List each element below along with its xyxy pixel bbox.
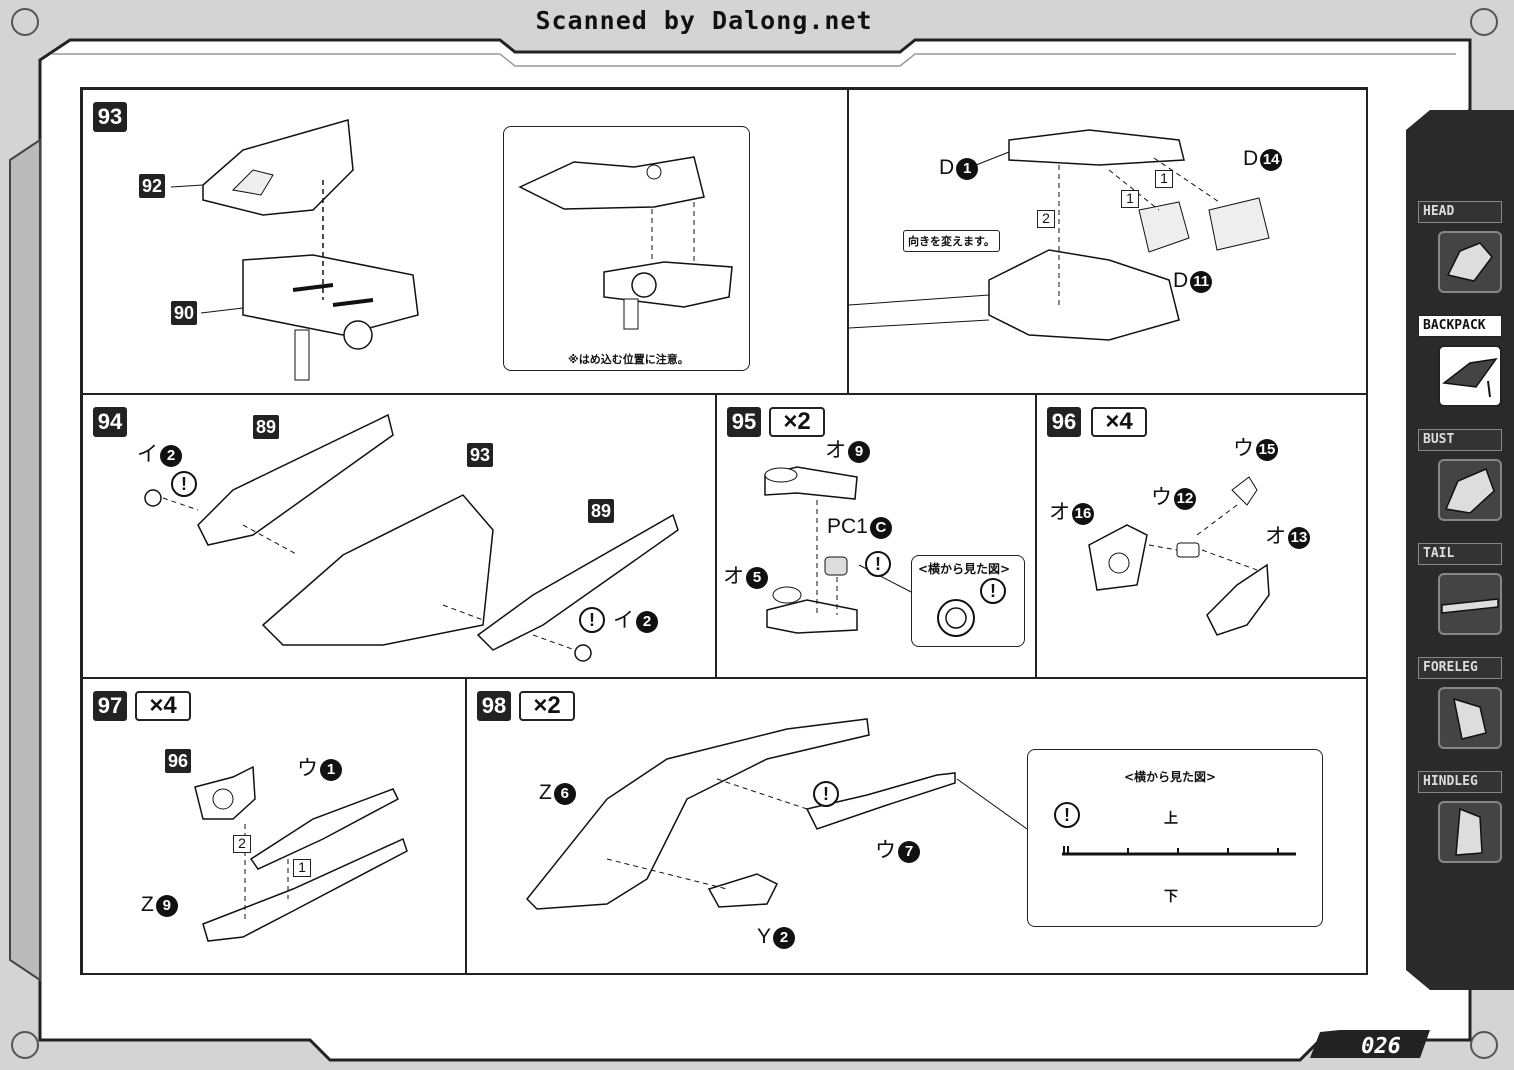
bust-icon bbox=[1438, 459, 1502, 521]
multiplier-badge: ×4 bbox=[1091, 407, 1147, 437]
caution-icon: ! bbox=[980, 578, 1006, 604]
nav-item-backpack[interactable]: BACKPACK bbox=[1416, 315, 1508, 427]
order-2: 2 bbox=[1037, 210, 1055, 228]
caution-icon: ! bbox=[813, 781, 839, 807]
top-side-label: 上 bbox=[1164, 811, 1178, 827]
caution-icon: ! bbox=[865, 551, 891, 577]
step-93-right-drawing bbox=[849, 129, 1270, 341]
order-1: 1 bbox=[293, 859, 311, 877]
step-number: 98 bbox=[477, 691, 511, 721]
step-93-inset: ※はめ込む位置に注意。 bbox=[503, 126, 750, 371]
foreleg-icon bbox=[1438, 687, 1502, 749]
scanner-watermark: Scanned by Dalong.net bbox=[535, 6, 873, 35]
step-94-drawing bbox=[144, 413, 679, 662]
hindleg-icon bbox=[1438, 801, 1502, 863]
nav-item-tail[interactable]: TAIL bbox=[1416, 543, 1508, 655]
part-93-badge: 93 bbox=[467, 443, 493, 467]
part-96-badge: 96 bbox=[165, 749, 191, 773]
inset-title: <横から見た図> bbox=[918, 562, 1011, 576]
nav-label: HEAD bbox=[1418, 201, 1502, 223]
step-93-panel: 93 92 90 ※はめ込む位置に注意。 bbox=[82, 89, 848, 394]
instruction-grid: 93 92 90 ※はめ込む位置に注意。 bbox=[80, 87, 1368, 975]
nav-item-hindleg[interactable]: HINDLEG bbox=[1416, 771, 1508, 883]
multiplier-badge: ×4 bbox=[135, 691, 191, 721]
caution-icon: ! bbox=[1054, 802, 1080, 828]
order-1a: 1 bbox=[1155, 170, 1173, 188]
part-90-badge: 90 bbox=[171, 301, 197, 325]
bottom-side-label: 下 bbox=[1164, 889, 1178, 905]
multiplier-badge: ×2 bbox=[769, 407, 825, 437]
part-92-badge: 92 bbox=[139, 174, 165, 198]
step-96-drawing bbox=[1088, 476, 1270, 636]
order-2: 2 bbox=[233, 835, 251, 853]
part-89-badge-right: 89 bbox=[588, 499, 614, 523]
backpack-icon bbox=[1438, 345, 1502, 407]
nav-label: FORELEG bbox=[1418, 657, 1502, 679]
nav-label: BUST bbox=[1418, 429, 1502, 451]
step-number: 93 bbox=[93, 102, 127, 132]
step-number: 95 bbox=[727, 407, 761, 437]
caution-icon: ! bbox=[579, 607, 605, 633]
nav-label: BACKPACK bbox=[1418, 315, 1502, 337]
step-number: 96 bbox=[1047, 407, 1081, 437]
inset-caption: ※はめ込む位置に注意。 bbox=[568, 353, 689, 366]
step-97-drawing bbox=[194, 765, 408, 942]
nav-item-foreleg[interactable]: FORELEG bbox=[1416, 657, 1508, 769]
part-89-badge-left: 89 bbox=[253, 415, 279, 439]
nav-item-head[interactable]: HEAD bbox=[1416, 201, 1508, 313]
nav-label: HINDLEG bbox=[1418, 771, 1502, 793]
caution-icon: ! bbox=[171, 471, 197, 497]
multiplier-badge: ×2 bbox=[519, 691, 575, 721]
step-98-drawing bbox=[525, 718, 1028, 910]
direction-note: 向きを変えます。 bbox=[903, 230, 1000, 252]
inset-title: <横から見た図> bbox=[1124, 770, 1217, 784]
tail-icon bbox=[1438, 573, 1502, 635]
step-93-drawing bbox=[170, 119, 419, 381]
step-number: 94 bbox=[93, 407, 127, 437]
page-number: 026 bbox=[1361, 1034, 1401, 1059]
side-view-inset: <横から見た図> ! bbox=[911, 555, 1025, 647]
step-95-drawing bbox=[764, 466, 918, 634]
side-view-inset: <横から見た図> 上 下 ! bbox=[1027, 749, 1323, 927]
order-1b: 1 bbox=[1121, 190, 1139, 208]
head-icon bbox=[1438, 231, 1502, 293]
nav-label: TAIL bbox=[1418, 543, 1502, 565]
inset-drawing bbox=[518, 156, 733, 330]
inset-drawing bbox=[937, 599, 975, 637]
section-navigation: HEAD BACKPACK BUST TAIL FORELEG HINDLEG bbox=[1414, 195, 1510, 885]
inset-drawing bbox=[1062, 846, 1296, 856]
nav-item-bust[interactable]: BUST bbox=[1416, 429, 1508, 541]
step-number: 97 bbox=[93, 691, 127, 721]
